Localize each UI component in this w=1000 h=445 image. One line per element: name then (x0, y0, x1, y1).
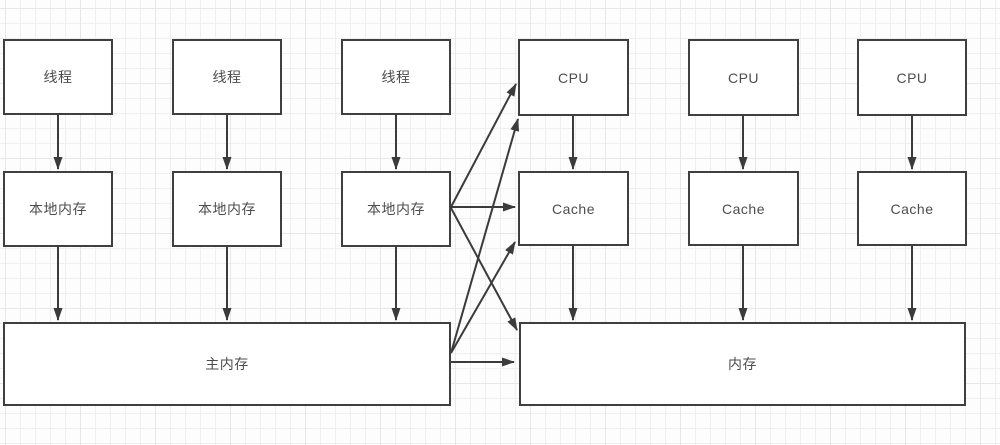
node-local-memory-3[interactable]: 本地内存 (341, 171, 451, 247)
node-cpu-2[interactable]: CPU (688, 39, 799, 116)
node-label: 线程 (43, 69, 73, 85)
node-label: Cache (722, 200, 765, 217)
node-label: 线程 (212, 69, 242, 85)
edge-main-memory-to-cpu-1[interactable] (450, 118, 520, 354)
node-label: 主内存 (205, 356, 249, 372)
node-label: CPU (727, 69, 760, 86)
node-thread-2[interactable]: 线程 (172, 39, 282, 115)
node-label: 本地内存 (367, 201, 425, 217)
node-label: 本地内存 (29, 201, 87, 217)
node-local-memory-2[interactable]: 本地内存 (172, 171, 282, 247)
node-main-memory[interactable]: 主内存 (3, 322, 451, 406)
node-memory[interactable]: 内存 (519, 322, 966, 406)
node-label: Cache (552, 200, 595, 217)
node-cache-1[interactable]: Cache (518, 171, 629, 246)
node-label: Cache (890, 200, 934, 217)
node-local-memory-1[interactable]: 本地内存 (3, 171, 113, 247)
node-label: CPU (896, 69, 928, 86)
node-cache-2[interactable]: Cache (688, 171, 799, 246)
node-cpu-3[interactable]: CPU (857, 39, 967, 116)
edge-local-memory-3-to-memory[interactable] (450, 207, 518, 331)
node-thread-3[interactable]: 线程 (341, 39, 451, 115)
node-cache-3[interactable]: Cache (857, 171, 967, 246)
edge-local-memory-3-to-cpu-1[interactable] (450, 83, 517, 208)
node-label: 内存 (728, 356, 757, 372)
edge-main-memory-to-cache-1[interactable] (450, 241, 516, 354)
node-label: 本地内存 (198, 201, 256, 217)
node-label: CPU (557, 69, 590, 86)
node-thread-1[interactable]: 线程 (3, 39, 113, 115)
node-label: 线程 (381, 69, 411, 85)
node-cpu-1[interactable]: CPU (518, 39, 629, 116)
